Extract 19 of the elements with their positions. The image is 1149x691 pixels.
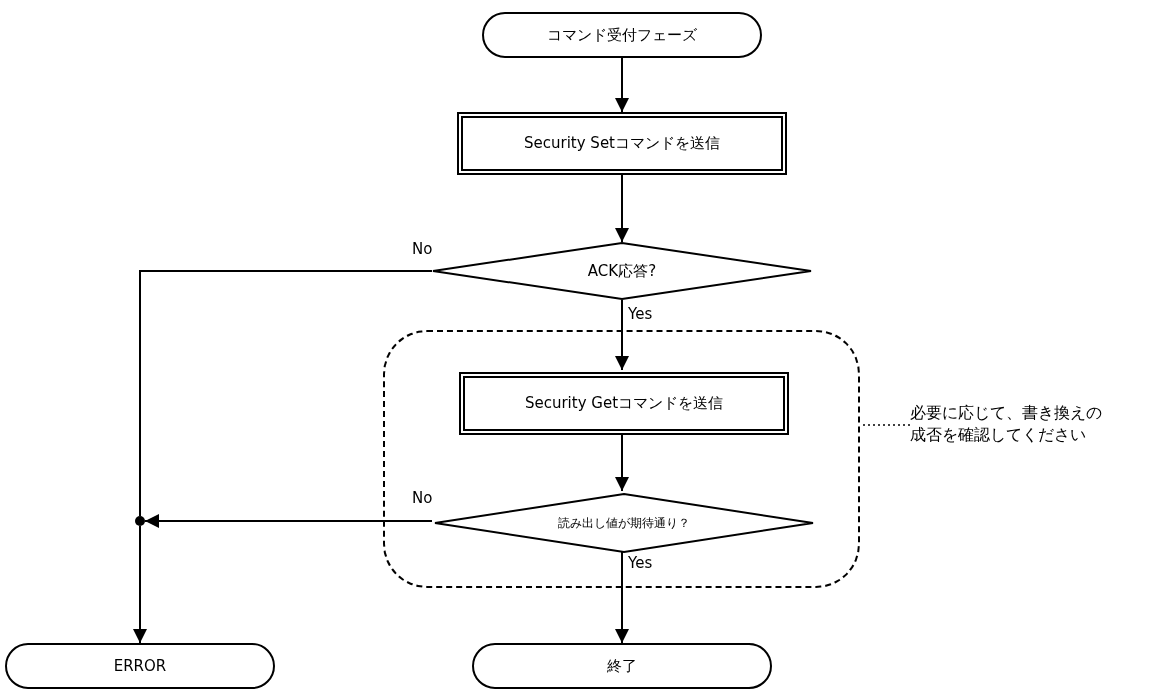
edge-label: Yes bbox=[628, 307, 653, 322]
arrow bbox=[615, 299, 629, 371]
group-boundary bbox=[383, 330, 860, 588]
process-box: Security Getコマンドを送信 bbox=[459, 372, 789, 435]
edge-label: No bbox=[412, 242, 433, 257]
edge-label: Yes bbox=[628, 556, 653, 571]
arrow bbox=[615, 550, 629, 644]
arrow bbox=[144, 514, 433, 528]
arrow bbox=[615, 174, 629, 243]
process-box: Security Setコマンドを送信 bbox=[457, 112, 787, 175]
decision-diamond: 読み出し値が期待通り？ bbox=[434, 493, 814, 553]
terminal-shape: 終了 bbox=[472, 643, 772, 689]
terminal-shape: コマンド受付フェーズ bbox=[482, 12, 762, 58]
arrow bbox=[133, 525, 147, 644]
arrow bbox=[615, 57, 629, 113]
note-text: 必要に応じて、書き換えの成否を確認してください bbox=[910, 402, 1110, 448]
terminal-shape: ERROR bbox=[5, 643, 275, 689]
edge-label: No bbox=[412, 491, 433, 506]
decision-diamond: ACK応答? bbox=[432, 242, 812, 300]
